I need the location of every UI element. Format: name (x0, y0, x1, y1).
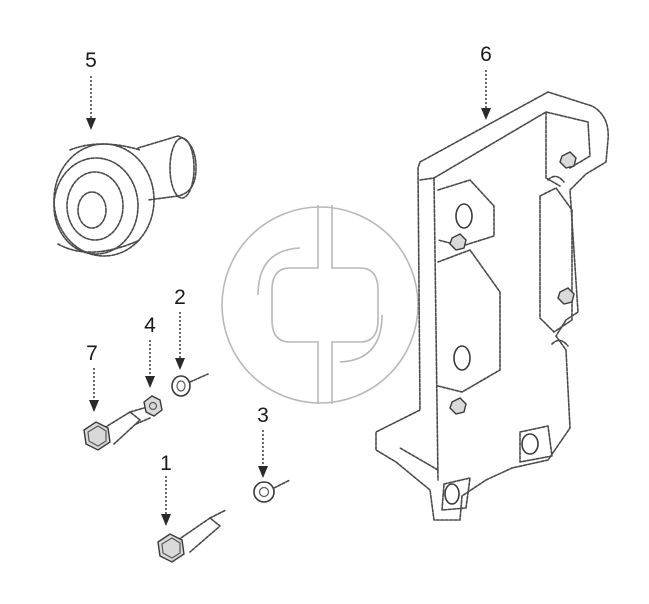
part-2-washer (171, 373, 209, 397)
callout-6: 6 (480, 43, 492, 66)
part-6-bracket (375, 91, 609, 521)
part-4-nut (143, 395, 163, 417)
callout-7: 7 (86, 342, 98, 365)
part-7-bolt (83, 407, 151, 451)
callout-3: 3 (257, 404, 269, 427)
callout-4: 4 (144, 314, 156, 337)
watermark-logo (221, 205, 419, 404)
callout-1: 1 (160, 452, 172, 475)
callout-5: 5 (85, 49, 97, 72)
callout-2: 2 (174, 286, 186, 309)
part-3-washer (253, 479, 291, 503)
part-5-roller (53, 135, 197, 257)
callout-arrows (86, 70, 491, 526)
part-1-bolt (157, 509, 227, 563)
